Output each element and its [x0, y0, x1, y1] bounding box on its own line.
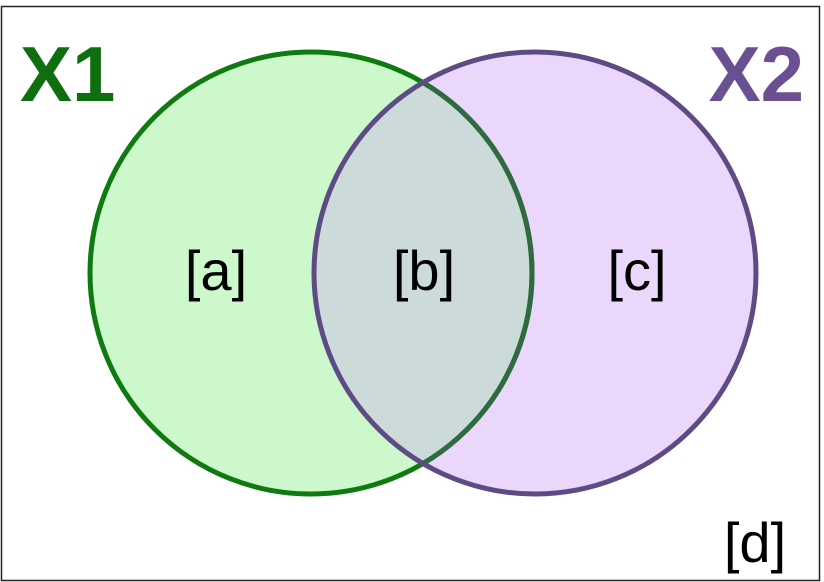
- intersection-outline: [316, 54, 535, 492]
- region-c-label: [c]: [607, 239, 666, 302]
- set-x2-outline: [311, 49, 759, 497]
- region-a-label: [a]: [185, 239, 247, 302]
- region-d-label: [d]: [724, 511, 786, 574]
- set-x2-label: X2: [709, 30, 804, 118]
- region-b-label: [b]: [393, 239, 455, 302]
- set-x1-label: X1: [20, 30, 115, 118]
- intersection-fill: [314, 52, 532, 494]
